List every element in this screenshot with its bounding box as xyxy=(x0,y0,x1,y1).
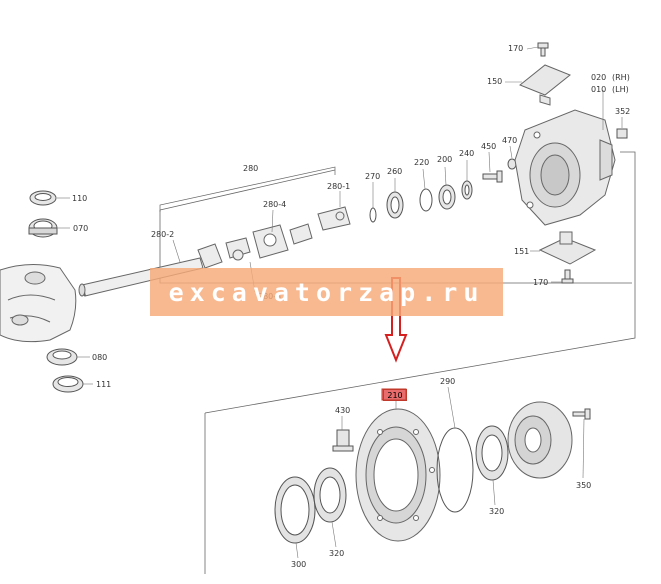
pin-352 xyxy=(616,128,628,139)
watermark-banner: excavatorzap.ru xyxy=(150,268,503,316)
bracket-280 xyxy=(159,166,336,212)
seal-260 xyxy=(386,191,404,219)
label-260: 260 xyxy=(387,167,403,176)
label-280-2: 280-2 xyxy=(151,230,175,239)
ring-240 xyxy=(461,180,473,200)
label-010-side: (LH) xyxy=(612,85,629,94)
label-200: 200 xyxy=(437,155,453,164)
label-070: 070 xyxy=(73,224,89,233)
steering-knuckle xyxy=(514,109,616,226)
label-151: 151 xyxy=(514,247,530,256)
label-270: 270 xyxy=(365,172,381,181)
seal-110 xyxy=(29,190,57,206)
watermark-text: excavatorzap.ru xyxy=(168,277,485,307)
seal-300 xyxy=(274,476,316,544)
label-020-side: (RH) xyxy=(612,73,630,82)
bolt-350 xyxy=(572,408,591,420)
bolt-450 xyxy=(482,170,503,183)
lower-frame-link xyxy=(204,151,636,414)
label-320-right: 320 xyxy=(489,507,505,516)
label-352: 352 xyxy=(615,107,631,116)
label-080: 080 xyxy=(92,353,108,362)
ring-270 xyxy=(369,207,377,223)
label-320-left: 320 xyxy=(329,549,345,558)
bearing-320-left xyxy=(313,467,347,523)
label-450: 450 xyxy=(481,142,497,151)
ring-220 xyxy=(419,188,433,212)
o-ring-290 xyxy=(436,427,474,513)
king-pin-cap-150 xyxy=(519,64,571,106)
label-280-4: 280-4 xyxy=(263,200,287,209)
label-010: 010 xyxy=(591,85,607,94)
label-430: 430 xyxy=(335,406,351,415)
universal-joint xyxy=(197,206,351,269)
axle-housing xyxy=(0,264,77,343)
bearing-080 xyxy=(46,348,78,366)
leader-lines xyxy=(57,46,623,559)
label-150: 150 xyxy=(487,77,503,86)
label-170-bottom: 170 xyxy=(533,278,549,287)
bolt-170-top xyxy=(537,42,549,57)
bearing-320-right xyxy=(475,425,509,481)
label-350: 350 xyxy=(576,481,592,490)
label-210: 210 xyxy=(383,389,407,401)
brake-drum xyxy=(507,401,573,479)
label-300: 300 xyxy=(291,560,307,569)
label-290: 290 xyxy=(440,377,456,386)
label-220: 220 xyxy=(414,158,430,167)
king-pin-cap-151 xyxy=(538,231,597,265)
wheel-hub-210 xyxy=(355,408,441,542)
bearing-200 xyxy=(438,184,456,210)
upper-frame-top xyxy=(159,169,336,211)
label-280: 280 xyxy=(243,164,259,173)
label-170-top: 170 xyxy=(508,44,524,53)
bolt-170-bottom xyxy=(561,269,574,284)
label-280-1: 280-1 xyxy=(327,182,351,191)
label-111: 111 xyxy=(96,380,112,389)
label-470: 470 xyxy=(502,136,518,145)
label-020: 020 xyxy=(591,73,607,82)
stud-430 xyxy=(332,429,354,452)
label-110: 110 xyxy=(72,194,88,203)
label-240: 240 xyxy=(459,149,475,158)
seal-070 xyxy=(28,218,58,238)
seal-111 xyxy=(52,375,84,393)
